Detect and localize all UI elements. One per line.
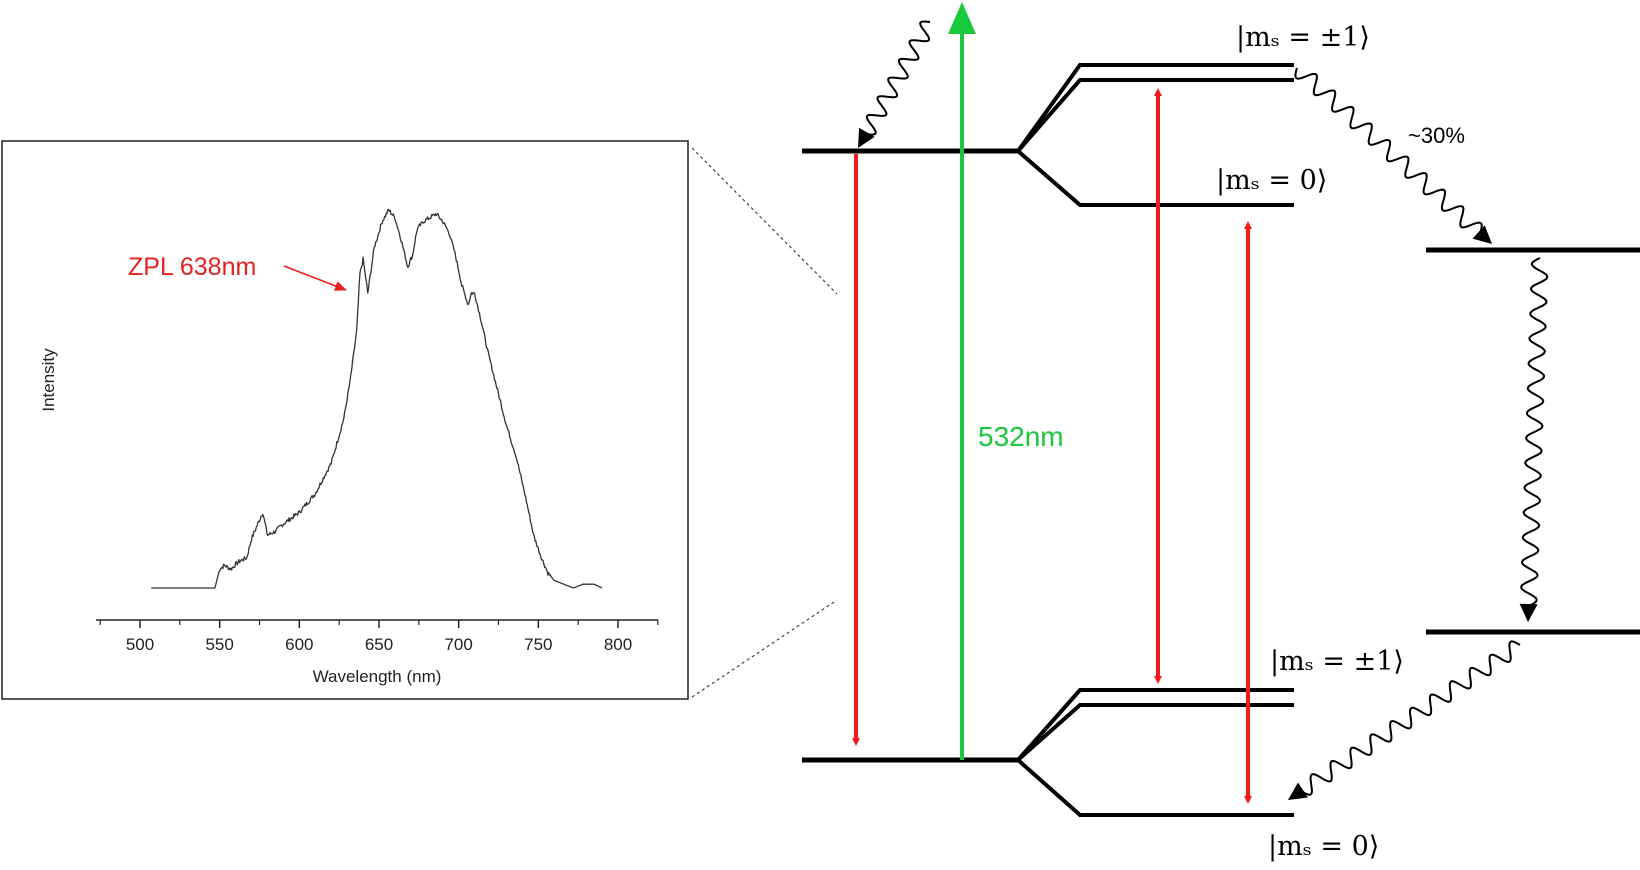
excited-split-lower	[1016, 149, 1294, 207]
wavy-arrowhead	[1288, 782, 1308, 800]
wavy-singlet-decay-arrow	[1520, 257, 1549, 607]
excited-split-upper-1	[1016, 63, 1294, 153]
ground-split-upper-2	[1016, 703, 1294, 762]
green-arrowhead	[948, 2, 976, 34]
x-tick-label: 700	[444, 635, 472, 654]
spectrum-frame	[1, 140, 689, 700]
wavy-arrowhead	[1472, 225, 1492, 244]
x-axis-tick-labels: 500 550 600 650 700 750 800	[126, 635, 632, 654]
wavy-arrowhead	[858, 127, 875, 148]
ket-excited-plus-minus-one: |mₛ = ±1⟩	[1236, 22, 1370, 53]
x-tick-label: 500	[126, 635, 154, 654]
x-axis-ticks	[99, 620, 659, 628]
y-axis-label: Intensity	[39, 348, 58, 412]
zoom-connector-bottom	[691, 599, 838, 698]
wavy-isc-arrow-upper	[1294, 67, 1483, 234]
x-tick-label: 600	[285, 635, 313, 654]
excitation-wavelength-label: 532nm	[978, 421, 1064, 452]
wavy-relaxation-arrow-top	[865, 20, 931, 136]
x-axis-label: Wavelength (nm)	[313, 667, 442, 686]
energy-level-diagram: 532nm ~30% |mₛ = ±1⟩ |mₛ = 0⟩ |mₛ = ±1⟩ …	[802, 2, 1640, 862]
ket-ground-zero: |mₛ = 0⟩	[1268, 831, 1379, 862]
x-tick-label: 650	[365, 635, 393, 654]
ground-split-lower	[1016, 758, 1294, 817]
zpl-annotation-arrow	[283, 265, 347, 291]
ket-excited-zero: |mₛ = 0⟩	[1216, 165, 1327, 196]
x-tick-label: 550	[205, 635, 233, 654]
x-tick-label: 750	[524, 635, 552, 654]
spectrum-line	[151, 208, 603, 589]
excited-split-upper-2	[1016, 78, 1294, 153]
spectrum-panel: Intensity 500 550 600 650 700 750 800 Waveleng…	[1, 140, 689, 700]
ground-split-upper-1	[1016, 688, 1294, 762]
zoom-connector-top	[691, 147, 838, 295]
zpl-annotation-label: ZPL 638nm	[128, 253, 256, 281]
wavy-arrowhead	[1519, 603, 1538, 622]
wavy-arrowheads	[858, 127, 1538, 800]
x-tick-label: 800	[604, 635, 632, 654]
ket-ground-plus-minus-one: |mₛ = ±1⟩	[1270, 646, 1404, 677]
wavy-isc-arrow-lower	[1300, 640, 1521, 796]
isc-percentage-label: ~30%	[1408, 123, 1465, 148]
